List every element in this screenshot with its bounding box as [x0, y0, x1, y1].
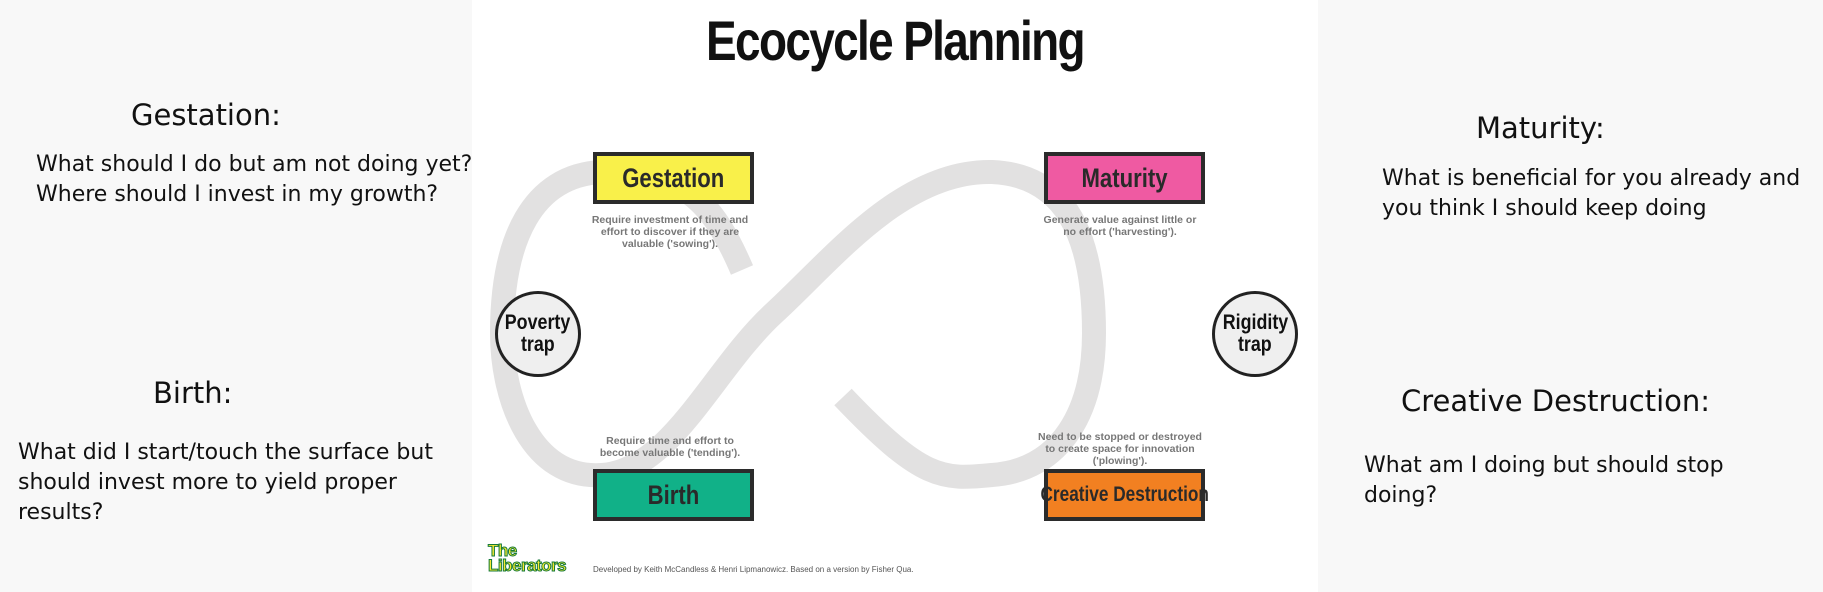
gestation-question-line: Where should I invest in my growth?: [36, 182, 439, 207]
liberators-logo: The Liberators: [487, 541, 567, 575]
creative-destruction-description-line: Need to be stopped or destroyed: [1038, 431, 1202, 443]
gestation-questions: What should I do but am not doing yet? W…: [36, 150, 472, 210]
maturity-description: Generate value against little or no effo…: [1035, 214, 1205, 238]
maturity-stage-label: Maturity: [1081, 162, 1168, 193]
birth-question-line: results?: [18, 500, 104, 525]
rigidity-trap-line: trap: [1238, 333, 1272, 356]
ecocycle-poster: Ecocycle Planning Gestation Maturity Bir…: [472, 0, 1318, 592]
birth-questions: What did I start/touch the surface but s…: [18, 438, 433, 528]
creative-destruction-heading: Creative Destruction:: [1401, 384, 1711, 418]
gestation-heading: Gestation:: [131, 98, 281, 132]
gestation-description-line: effort to discover if they are: [600, 226, 740, 238]
birth-description: Require time and effort to become valuab…: [585, 435, 755, 459]
birth-heading: Birth:: [153, 376, 233, 410]
creative-destruction-description: Need to be stopped or destroyed to creat…: [1035, 431, 1205, 467]
maturity-question-line: you think I should keep doing: [1382, 196, 1707, 221]
creative-destruction-stage-label: Creative Destruction: [1040, 483, 1209, 506]
creative-destruction-question-line: doing?: [1364, 483, 1438, 508]
gestation-description-line: Require investment of time and: [591, 214, 749, 226]
rigidity-trap-circle: Rigidity trap: [1212, 291, 1298, 377]
creative-destruction-question-line: What am I doing but should stop: [1364, 453, 1724, 478]
maturity-stage-box: Maturity: [1044, 152, 1205, 204]
creative-destruction-stage-box: Creative Destruction: [1040, 469, 1209, 521]
birth-description-line: become valuable ('tending').: [599, 447, 741, 459]
maturity-question-line: What is beneficial for you already and: [1382, 166, 1801, 191]
birth-question-line: What did I start/touch the surface but: [18, 440, 433, 465]
gestation-question-line: What should I do but am not doing yet?: [36, 152, 473, 177]
birth-question-line: should invest more to yield proper: [18, 470, 397, 495]
birth-stage-label: Birth: [647, 479, 700, 510]
birth-stage-box: Birth: [593, 469, 754, 521]
maturity-description-line: no effort ('harvesting').: [1063, 226, 1177, 238]
logo-line: Liberators: [487, 556, 567, 575]
maturity-heading: Maturity:: [1476, 111, 1605, 145]
birth-description-line: Require time and effort to: [606, 435, 734, 447]
maturity-description-line: Generate value against little or: [1043, 214, 1197, 226]
poverty-trap-line: trap: [521, 333, 555, 356]
poverty-trap-line: Poverty: [505, 311, 571, 334]
creative-destruction-description-line: to create space for innovation: [1045, 443, 1195, 455]
credit-text: Developed by Keith McCandless & Henri Li…: [593, 565, 914, 574]
infinity-loop: [489, 159, 1107, 489]
gestation-stage-label: Gestation: [622, 162, 725, 193]
logo-line: The: [487, 541, 517, 560]
gestation-description: Require investment of time and effort to…: [585, 214, 755, 250]
gestation-stage-box: Gestation: [593, 152, 754, 204]
poverty-trap-circle: Poverty trap: [495, 291, 581, 377]
gestation-description-line: valuable ('sowing').: [621, 238, 718, 250]
rigidity-trap-line: Rigidity: [1222, 311, 1288, 334]
maturity-questions: What is beneficial for you already and y…: [1382, 164, 1800, 224]
poster-title: Ecocycle Planning: [706, 9, 1086, 72]
creative-destruction-description-line: ('plowing').: [1092, 455, 1148, 467]
creative-destruction-questions: What am I doing but should stop doing?: [1364, 451, 1724, 511]
